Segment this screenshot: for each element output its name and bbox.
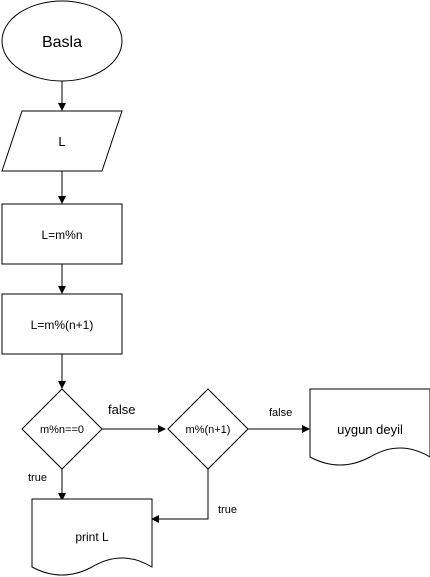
arrow-decision2-true: [158, 469, 209, 520]
arrowhead-start-to-input: [58, 103, 66, 111]
output-invalid-label: uygun deyil: [337, 422, 403, 437]
decision1-false-label: false: [108, 402, 135, 417]
arrowhead-input-to-process1: [58, 196, 66, 204]
output-document-invalid: [309, 388, 430, 466]
input-parallelogram: [1, 110, 123, 172]
process-box-1: [1, 203, 123, 265]
arrowhead-decision2-true: [151, 515, 159, 523]
decision2-label: m%(n+1): [186, 424, 231, 436]
process2-label: L=m%(n+1): [31, 318, 94, 332]
arrowhead-decision1-true: [58, 493, 66, 501]
arrowhead-process2-to-decision1: [58, 381, 66, 389]
arrowhead-decision2-false: [302, 425, 310, 433]
output-print-label: print L: [75, 530, 109, 544]
decision2-false-label: false: [269, 407, 292, 419]
decision1-true-label: true: [28, 472, 47, 484]
process1-label: L=m%n: [41, 228, 82, 242]
arrowhead-process1-to-process2: [58, 286, 66, 294]
process-box-2: [1, 293, 123, 355]
input-label: L: [58, 134, 65, 149]
start-label: Basla: [42, 34, 82, 51]
output-document-print: [31, 498, 153, 576]
decision1-label: m%n==0: [40, 424, 84, 436]
arrowhead-decision1-false: [158, 425, 166, 433]
decision2-true-label: true: [218, 504, 237, 516]
